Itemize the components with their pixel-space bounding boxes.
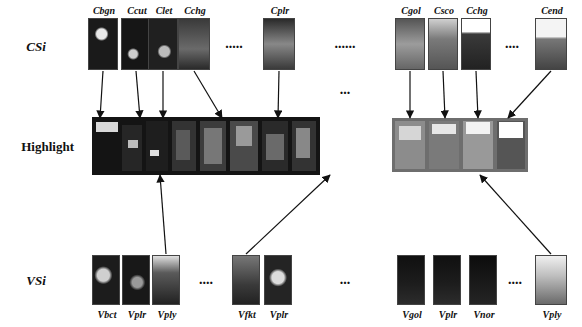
highlight-band: Highlight (90, 116, 530, 176)
frame-thumbnail: Cplr (263, 18, 295, 70)
frame-label: Vfkt (238, 310, 256, 320)
ellipsis: .... (508, 273, 522, 287)
frame-label: Vply (158, 310, 177, 320)
frame-thumbnail: Vply (535, 255, 567, 305)
frame-label: Clet (156, 6, 173, 16)
frame-label: Vplr (128, 310, 146, 320)
arrow-connector (278, 71, 279, 118)
frame-thumbnail: Cchg (178, 18, 210, 70)
frame-thumbnail: Vnor (469, 255, 497, 305)
frame-label: Cend (541, 6, 563, 16)
frame-thumbnail: Csco (428, 18, 458, 70)
frame-label: Csco (434, 6, 454, 16)
frame-label: Vply (543, 310, 562, 320)
ellipsis: ..... (225, 37, 243, 51)
arrow-connector (246, 175, 330, 254)
row-label: VSi (26, 274, 46, 287)
frame-label: Cchg (466, 6, 488, 16)
frame-thumbnail: Vfkt (232, 255, 260, 305)
arrow-connector (160, 175, 166, 254)
frame-thumbnail: Vplr (264, 255, 292, 305)
arrow-connector (136, 71, 140, 118)
frame-label: Cbgn (93, 6, 115, 16)
frame-thumbnail: Cchg (461, 18, 491, 70)
frame-thumbnail: Cgol (395, 18, 425, 70)
row-label: CSi (26, 40, 46, 53)
arrow-connector (162, 71, 163, 118)
arrow-connector (508, 71, 551, 118)
ellipsis: ...... (335, 37, 356, 51)
frame-label: Vbct (98, 310, 117, 320)
arrow-connector (100, 71, 103, 118)
frame-thumbnail: Ccut (121, 18, 151, 70)
frame-label: Vplr (439, 310, 457, 320)
highlight-right-strip (392, 118, 528, 172)
ellipsis: ... (340, 83, 351, 97)
frame-thumbnail: Vgol (397, 255, 425, 305)
frame-thumbnail: Cbgn (88, 18, 118, 70)
arrow-connector (409, 71, 410, 118)
arrow-connector (476, 71, 478, 118)
ellipsis: .... (199, 273, 213, 287)
row-label: Highlight (21, 140, 74, 153)
frame-thumbnail: Cend (535, 18, 567, 70)
ellipsis: .... (505, 37, 519, 51)
ellipsis: ... (340, 273, 351, 287)
frame-thumbnail: Vply (152, 255, 180, 305)
frame-label: Vgol (402, 310, 421, 320)
frame-label: Cchg (184, 6, 206, 16)
frame-thumbnail: Clet (148, 18, 178, 70)
frame-thumbnail: Vplr (122, 255, 150, 305)
frame-label: Cplr (271, 6, 289, 16)
arrow-connector (194, 71, 222, 118)
highlight-left-strip (92, 117, 320, 175)
frame-label: Vnor (473, 310, 494, 320)
arrow-connector (480, 175, 551, 254)
frame-label: Cgol (401, 6, 420, 16)
arrow-connector (443, 71, 445, 118)
frame-label: Vplr (270, 310, 288, 320)
frame-thumbnail: Vbct (92, 255, 120, 305)
frame-thumbnail: Vplr (433, 255, 461, 305)
frame-label: Ccut (127, 6, 146, 16)
